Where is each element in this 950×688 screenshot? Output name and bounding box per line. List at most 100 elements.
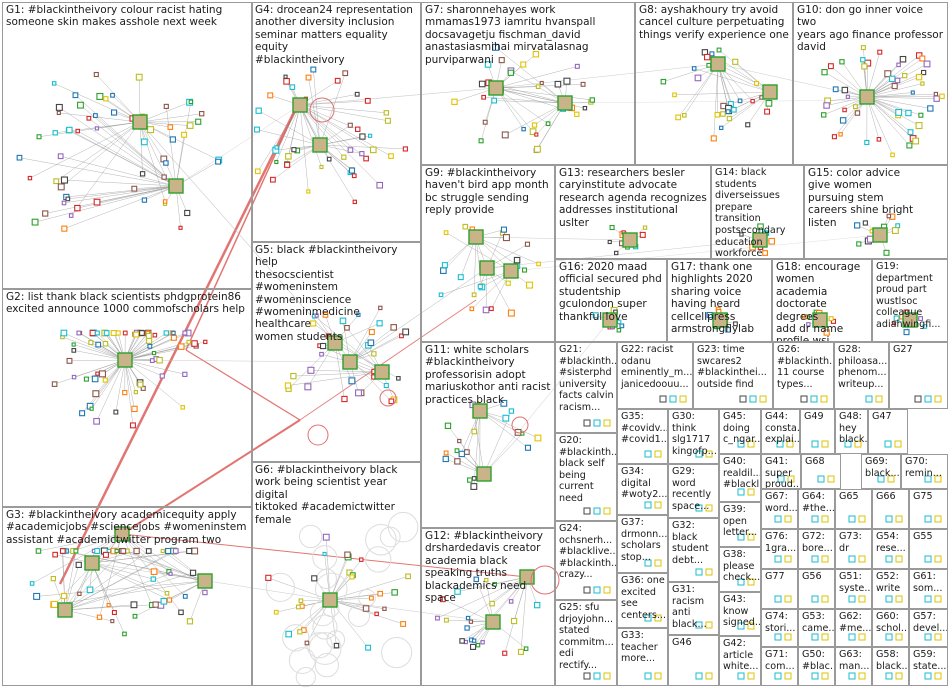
group-panel-g76: G76: 1gra...: [761, 529, 798, 569]
edge: [99, 533, 123, 618]
node: [508, 599, 514, 604]
node: [159, 373, 165, 379]
node: [182, 371, 188, 377]
edge: [866, 96, 943, 98]
hub-node: [859, 89, 875, 105]
group-panel-g27: G27: [889, 342, 948, 409]
node: [877, 475, 885, 483]
edge: [121, 533, 170, 572]
node: [784, 595, 792, 603]
node: [616, 327, 622, 333]
node: [334, 77, 341, 84]
node: [462, 223, 469, 230]
node: [468, 619, 474, 624]
hub-node: [342, 354, 358, 370]
node: [910, 90, 915, 95]
node: [858, 555, 866, 563]
group-label: G27: [893, 344, 913, 355]
group-label: G21: #blackinth... #sisterphd university…: [559, 344, 617, 413]
hub-node: [710, 56, 726, 72]
node: [441, 262, 448, 269]
group-label: G4: drocean24 representation another div…: [255, 4, 413, 66]
node: [89, 406, 94, 411]
node: [714, 111, 721, 118]
node: [65, 196, 71, 202]
group-label: G23: time swcares2 #blackinthei... outsi…: [697, 344, 767, 390]
group-panel-g73: G73: dr: [835, 529, 872, 569]
edge: [62, 550, 66, 611]
node: [927, 105, 934, 112]
group-label: G61: som...: [913, 571, 943, 594]
node: [322, 533, 330, 541]
node: [75, 128, 80, 134]
group-panel-g8: G8: ayshakhoury try avoid cancel culture…: [635, 2, 793, 165]
node: [914, 395, 922, 403]
edge: [674, 91, 771, 96]
node: [163, 330, 169, 336]
node: [265, 574, 272, 581]
node: [614, 250, 619, 256]
node: [202, 589, 208, 596]
group-panel-g1: G1: #blackintheivory colour racist hatin…: [2, 2, 253, 289]
edge: [124, 337, 174, 361]
hub-node: [374, 364, 390, 380]
node: [307, 366, 315, 374]
node: [195, 118, 202, 125]
edge: [69, 129, 177, 187]
node: [454, 448, 460, 454]
node: [725, 109, 731, 115]
group-label: G13: researchers besler caryinstitute ad…: [559, 167, 707, 229]
group-label: G19: department proud part wustlsoc coll…: [876, 261, 941, 330]
node: [402, 328, 410, 336]
node: [856, 241, 862, 247]
node: [471, 638, 477, 643]
edge: [71, 121, 141, 216]
node: [607, 239, 612, 245]
edge: [63, 332, 126, 361]
edge: [64, 572, 194, 611]
edge: [717, 63, 719, 115]
node: [920, 81, 925, 86]
edge: [480, 87, 497, 141]
node: [695, 672, 703, 680]
node: [439, 596, 446, 603]
node: [443, 617, 449, 623]
node: [469, 306, 475, 312]
edge: [124, 359, 183, 408]
node: [732, 58, 739, 65]
edge: [299, 104, 388, 122]
edge: [64, 550, 77, 611]
node: [339, 317, 347, 325]
node: [61, 200, 67, 206]
edge: [35, 185, 177, 223]
group-panel-g64: G64: #the...: [798, 489, 835, 529]
edge: [124, 359, 135, 409]
edge: [866, 96, 920, 126]
node: [865, 395, 873, 403]
node: [912, 137, 920, 145]
node: [603, 672, 611, 680]
hub-node: [117, 352, 133, 368]
node: [765, 99, 773, 107]
group-panel-g39: G39: open letter...: [719, 502, 761, 547]
group-label: G66: [876, 491, 896, 502]
edge: [96, 359, 126, 422]
node: [695, 621, 703, 629]
node: [739, 232, 744, 237]
node: [915, 122, 923, 130]
node: [672, 92, 677, 98]
group-label: G46: [672, 637, 692, 648]
node: [451, 98, 458, 105]
node: [374, 611, 379, 617]
node: [705, 568, 713, 576]
node: [186, 547, 193, 555]
node: [922, 324, 928, 329]
group-panel-g48: G48: hey black...: [835, 409, 868, 454]
hub-node: [312, 137, 328, 153]
node: [356, 312, 361, 317]
node: [141, 138, 148, 146]
node: [319, 342, 327, 350]
node: [369, 146, 377, 154]
node: [654, 672, 662, 680]
group-label: G64: #the...: [802, 491, 835, 514]
